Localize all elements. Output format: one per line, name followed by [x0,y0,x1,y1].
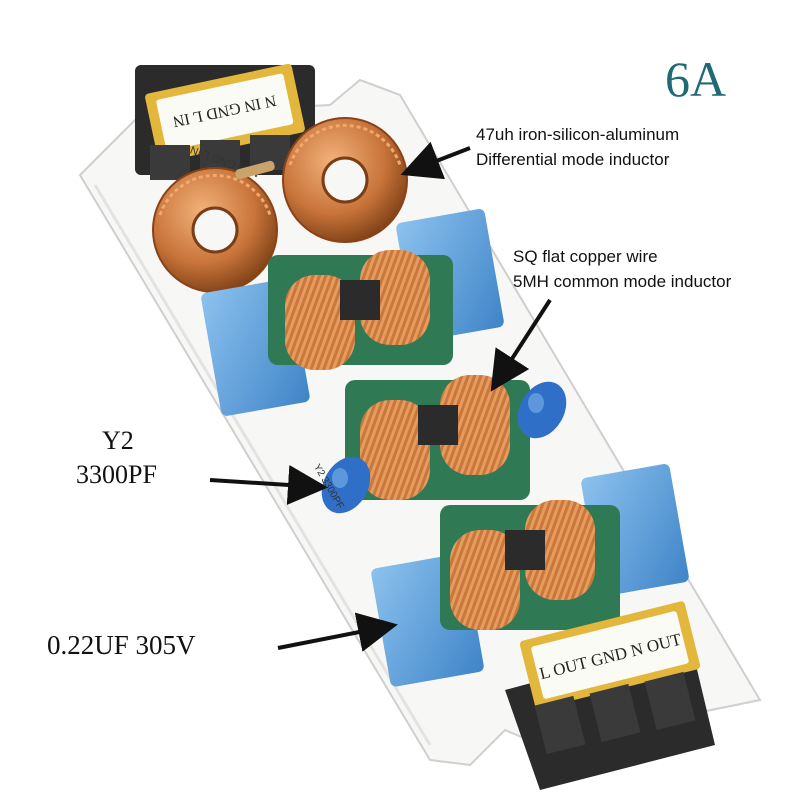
output-terminal-block: L OUT GND N OUT [505,601,715,790]
annotation-line: Differential mode inductor [476,150,670,169]
common-mode-inductor-annotation: SQ flat copper wire 5MH common mode indu… [513,244,731,294]
arrow-y2-capacitor [209,465,328,505]
arrow-common-mode-inductor [490,298,552,392]
y2-capacitor-left [321,456,371,514]
annotation-line: 47uh iron-silicon-aluminum [476,125,680,144]
annotation-line: 3300PF [76,460,157,489]
common-mode-inductor-1 [268,250,453,370]
y2-capacitor-right [517,381,567,439]
differential-inductor-left [152,167,278,293]
annotation-line: SQ flat copper wire [513,247,658,266]
differential-inductor-annotation: 47uh iron-silicon-aluminum Differential … [476,122,679,172]
differential-inductor-right [282,117,408,243]
annotation-line: 5MH common mode inductor [513,272,732,291]
y2-capacitor-annotation: Y2 3300PF [76,424,157,492]
current-rating-title: 6A [665,51,727,107]
arrow-differential-inductor [400,141,471,180]
common-mode-inductor-2 [345,375,530,500]
annotation-line: Y2 [102,426,134,455]
arrow-x2-capacitor [277,612,398,652]
x2-capacitor-annotation: 0.22UF 305V [47,630,196,660]
common-mode-inductor-3 [440,500,620,630]
